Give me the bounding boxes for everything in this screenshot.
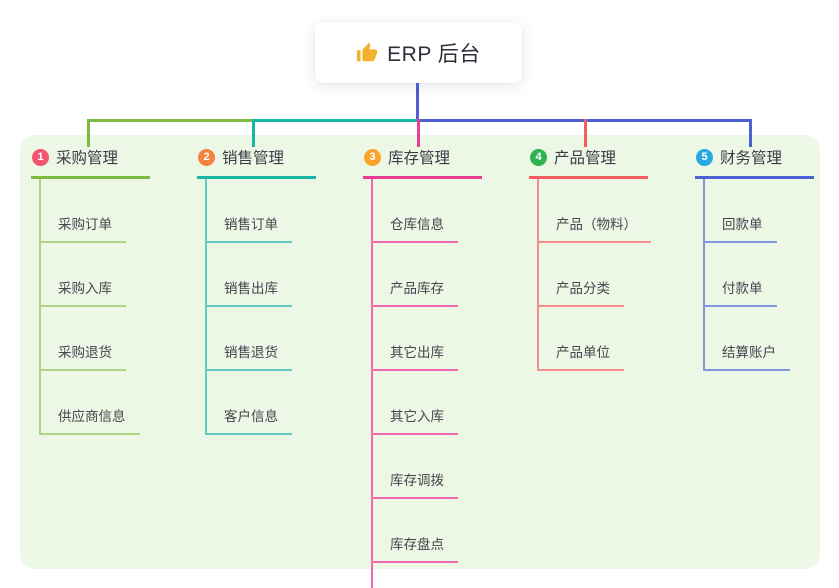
subtopic[interactable]: 结算账户 bbox=[705, 307, 790, 371]
branch-2: 2 销售管理销售订单销售出库销售退货客户信息 bbox=[197, 146, 357, 435]
branch-children: 采购订单采购入库采购退货供应商信息 bbox=[39, 179, 140, 435]
branch-topic[interactable]: 4 产品管理 bbox=[529, 146, 648, 179]
branch-topic[interactable]: 5 财务管理 bbox=[695, 146, 814, 179]
branch-children: 仓库信息产品库存其它出库其它入库库存调拨库存盘点出库库明细 bbox=[371, 179, 472, 588]
branch-5: 5 财务管理回款单付款单结算账户 bbox=[695, 146, 839, 371]
branch-children: 回款单付款单结算账户 bbox=[703, 179, 790, 371]
priority-badge: 4 bbox=[530, 148, 547, 166]
connector-bar-2 bbox=[252, 119, 419, 122]
subtopic[interactable]: 出库库明细 bbox=[373, 563, 472, 588]
subtopic[interactable]: 采购入库 bbox=[41, 243, 126, 307]
connector-drop-4 bbox=[584, 119, 587, 147]
priority-badge: 1 bbox=[32, 148, 49, 166]
branch-topic[interactable]: 1 采购管理 bbox=[31, 146, 150, 179]
branch-label: 销售管理 bbox=[222, 150, 285, 167]
subtopic[interactable]: 供应商信息 bbox=[41, 371, 140, 435]
subtopic[interactable]: 付款单 bbox=[705, 243, 777, 307]
branch-panel bbox=[20, 135, 820, 569]
connector-drop-2 bbox=[252, 119, 255, 147]
priority-badge: 3 bbox=[364, 148, 381, 166]
branch-label: 采购管理 bbox=[56, 150, 119, 167]
branch-topic[interactable]: 2 销售管理 bbox=[197, 146, 316, 179]
branch-topic[interactable]: 3 库存管理 bbox=[363, 146, 482, 179]
branch-1: 1 采购管理采购订单采购入库采购退货供应商信息 bbox=[31, 146, 191, 435]
priority-badge: 2 bbox=[198, 148, 215, 166]
branch-4: 4 产品管理产品（物料）产品分类产品单位 bbox=[529, 146, 689, 371]
subtopic[interactable]: 回款单 bbox=[705, 179, 777, 243]
subtopic[interactable]: 库存盘点 bbox=[373, 499, 458, 563]
branch-label: 库存管理 bbox=[388, 150, 451, 167]
connector-drop-3 bbox=[417, 119, 420, 147]
subtopic[interactable]: 客户信息 bbox=[207, 371, 292, 435]
connector-bar-1 bbox=[87, 119, 335, 122]
root-label: ERP 后台 bbox=[387, 42, 481, 66]
subtopic[interactable]: 销售订单 bbox=[207, 179, 292, 243]
branch-children: 销售订单销售出库销售退货客户信息 bbox=[205, 179, 292, 435]
subtopic[interactable]: 产品库存 bbox=[373, 243, 458, 307]
subtopic[interactable]: 产品单位 bbox=[539, 307, 624, 371]
subtopic[interactable]: 销售退货 bbox=[207, 307, 292, 371]
priority-badge: 5 bbox=[696, 148, 713, 166]
root-node[interactable]: ERP 后台 bbox=[315, 22, 522, 83]
subtopic[interactable]: 仓库信息 bbox=[373, 179, 458, 243]
branch-label: 产品管理 bbox=[554, 150, 617, 167]
branch-label: 财务管理 bbox=[720, 150, 783, 167]
subtopic[interactable]: 其它出库 bbox=[373, 307, 458, 371]
subtopic[interactable]: 采购订单 bbox=[41, 179, 126, 243]
thumbs-up-icon bbox=[357, 42, 378, 61]
subtopic[interactable]: 销售出库 bbox=[207, 243, 292, 307]
subtopic[interactable]: 产品（物料） bbox=[539, 179, 651, 243]
branch-children: 产品（物料）产品分类产品单位 bbox=[537, 179, 651, 371]
subtopic[interactable]: 其它入库 bbox=[373, 371, 458, 435]
subtopic[interactable]: 产品分类 bbox=[539, 243, 624, 307]
connector-drop-1 bbox=[87, 119, 90, 147]
connector-root-stem bbox=[416, 83, 419, 122]
subtopic[interactable]: 库存调拨 bbox=[373, 435, 458, 499]
subtopic[interactable]: 采购退货 bbox=[41, 307, 126, 371]
branch-3: 3 库存管理仓库信息产品库存其它出库其它入库库存调拨库存盘点出库库明细 bbox=[363, 146, 523, 588]
connector-drop-5 bbox=[749, 119, 752, 147]
